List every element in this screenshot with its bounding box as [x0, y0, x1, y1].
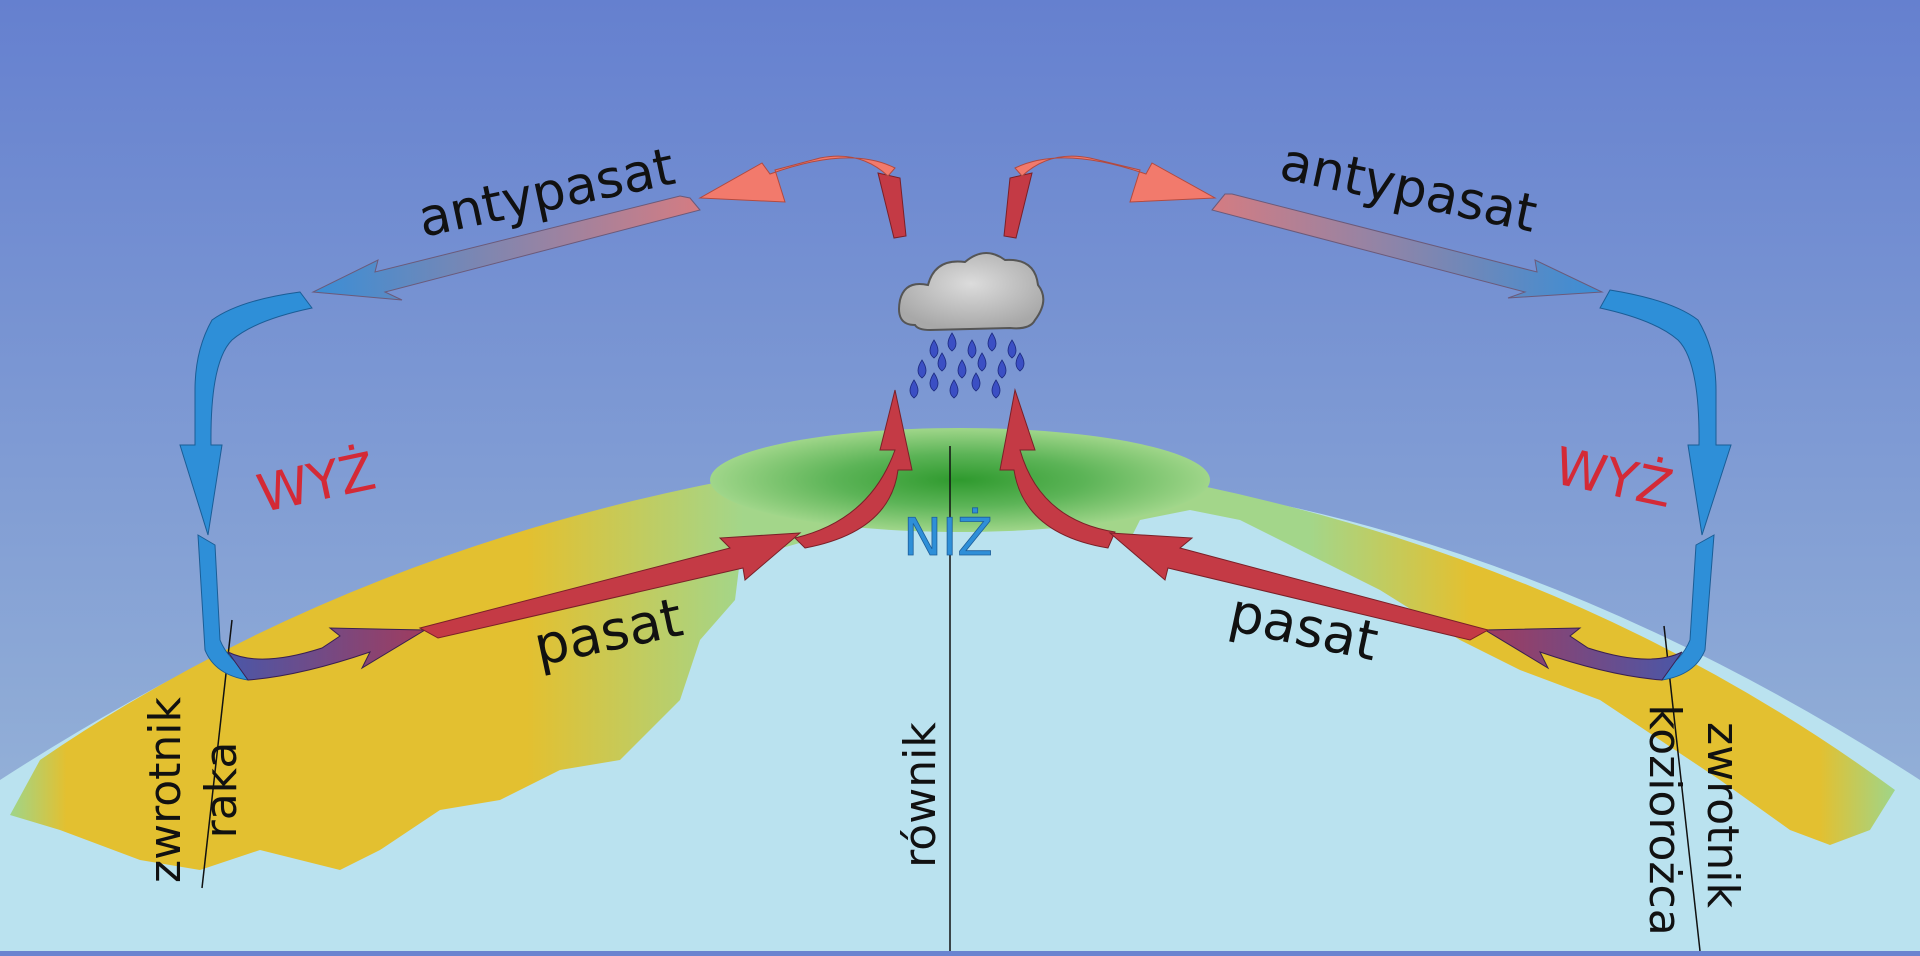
tropic-of-capricorn-label-2: koziorożca — [1639, 704, 1690, 935]
rain-drop — [997, 359, 1007, 379]
trade-wind-transition-arrow-right — [1483, 627, 1683, 681]
upper-warm-air-stub-left — [877, 172, 907, 239]
antitrade-wind-band-left — [311, 195, 701, 301]
rainforest-belt — [710, 428, 1210, 532]
rain-drop — [971, 372, 981, 392]
upper-outflow-arrow-left — [698, 155, 896, 203]
rain-drop — [937, 352, 947, 372]
rain-drop — [957, 359, 967, 379]
tropic-of-capricorn-line — [1663, 625, 1701, 952]
antitrade-wind-band-right — [1211, 193, 1604, 299]
cloud-icon — [898, 252, 1045, 332]
rain-drop — [929, 372, 939, 392]
rain-drop — [991, 379, 1001, 399]
low-pressure-label: NIŻ — [903, 507, 993, 568]
rain-drop — [909, 379, 919, 399]
rising-warm-air-arrow-left — [794, 389, 913, 549]
rain-drop — [1007, 339, 1017, 359]
tropic-of-capricorn-label-1: zwrotnik — [1697, 722, 1748, 908]
descending-cold-air-arrow-left — [179, 291, 313, 536]
rain-drops-icon — [909, 332, 1025, 399]
trade-wind-transition-arrow-left — [227, 627, 427, 681]
tropic-of-cancer-label-1: zwrotnik — [140, 696, 191, 882]
upper-warm-air-stub-right — [1003, 172, 1033, 239]
rising-warm-air-arrow-right — [999, 388, 1116, 549]
trade-wind-arrow-left — [418, 532, 802, 639]
rain-drop — [947, 332, 957, 352]
trade-wind-arrow-right — [1108, 532, 1490, 641]
descending-cold-air-arrow-right — [1599, 289, 1732, 536]
rain-drop — [967, 339, 977, 359]
rain-drop — [929, 339, 939, 359]
rain-drop — [987, 332, 997, 352]
rain-drop — [917, 359, 927, 379]
rain-drop — [949, 379, 959, 399]
rain-drop — [977, 352, 987, 372]
rain-drop — [1015, 352, 1025, 372]
equator-label: równik — [895, 722, 946, 868]
upper-outflow-arrow-right — [1014, 155, 1217, 203]
tropic-of-cancer-label-2: raka — [196, 742, 247, 839]
